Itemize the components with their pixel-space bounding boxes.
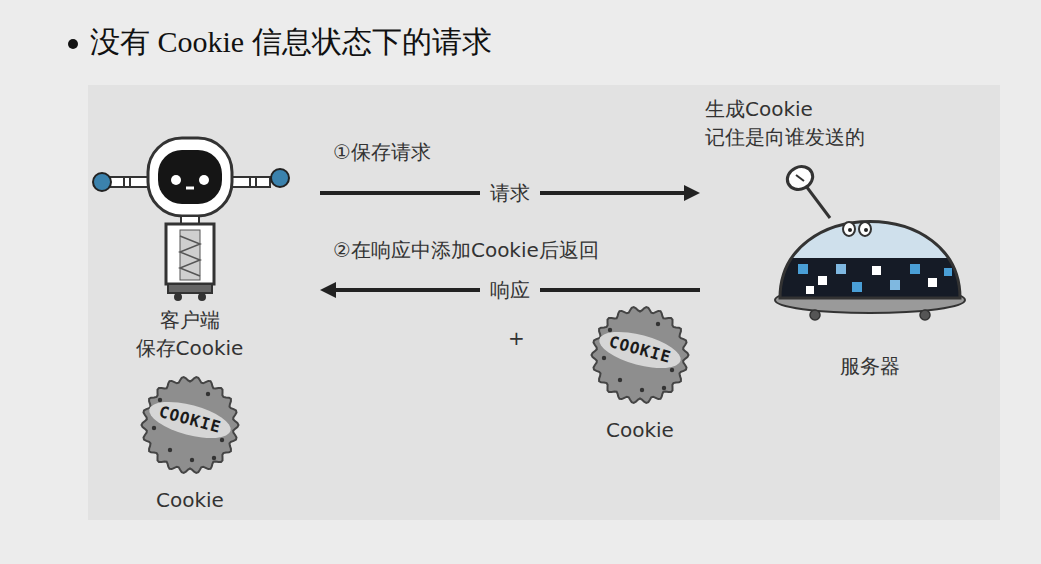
- server-note: 生成Cookie 记住是向谁发送的: [705, 95, 885, 151]
- illustration-part: [836, 264, 846, 274]
- illustration-part: [174, 293, 182, 301]
- arrow-head: [320, 282, 336, 298]
- cookie-dot: [602, 356, 606, 360]
- client-node: 客户端 保存Cookie: [60, 120, 320, 360]
- illustration-part: [271, 169, 289, 187]
- server-label: 服务器: [800, 352, 940, 380]
- illustration-part: [168, 284, 212, 293]
- illustration-part: [818, 276, 827, 285]
- cookie-dot: [618, 378, 622, 382]
- step-label: ①保存请求: [333, 138, 431, 166]
- cookie-dot: [670, 368, 674, 372]
- illustration-part: [796, 175, 804, 181]
- cookie-dot: [640, 388, 644, 392]
- cookie-dot: [168, 448, 172, 452]
- cookie-dot: [608, 328, 612, 332]
- arrow-head: [684, 185, 700, 201]
- illustration-part: [864, 228, 868, 232]
- bullet-dot: [68, 39, 78, 49]
- illustration-part: [859, 222, 871, 236]
- illustration-part: [158, 150, 222, 204]
- illustration-part: [166, 224, 214, 284]
- illustration-part: [848, 228, 852, 232]
- illustration-part: [810, 310, 820, 320]
- illustration-part: [806, 286, 814, 294]
- illustration-part: [255, 177, 257, 187]
- illustration-part: [872, 266, 881, 275]
- illustration-part: [186, 187, 194, 190]
- panel-ground: [88, 85, 1000, 520]
- cookie-dot: [212, 456, 216, 460]
- illustration-part: [93, 173, 111, 191]
- illustration-part: [770, 258, 970, 300]
- illustration-part: [806, 186, 830, 218]
- cookie-dot: [656, 322, 660, 326]
- illustration-part: [784, 163, 817, 194]
- illustration-part: [770, 258, 970, 300]
- client-robot: [93, 138, 289, 301]
- cookie-dot: [206, 392, 210, 396]
- illustration-part: [123, 177, 125, 187]
- title-text: 没有 Cookie 信息状态下的请求: [90, 22, 690, 61]
- illustration-part: [129, 177, 131, 187]
- cookie-dot: [662, 386, 666, 390]
- illustration-part: [843, 222, 855, 236]
- illustration-part: [852, 282, 862, 292]
- illustration-part: [798, 264, 808, 274]
- cookie-label: Cookie: [130, 486, 250, 514]
- illustration-part: [890, 280, 900, 290]
- illustration-part: [249, 177, 251, 187]
- cookie-dot: [158, 398, 162, 402]
- edge-label: 响应: [480, 277, 540, 303]
- illustration-part: [171, 175, 181, 185]
- cookie-node: COOKIECookie: [580, 300, 700, 450]
- server-node: 生成Cookie 记住是向谁发送的服务器: [700, 88, 990, 388]
- illustration-part: [920, 310, 930, 320]
- cookie-label: Cookie: [580, 416, 700, 444]
- edge-label: 请求: [480, 180, 540, 206]
- illustration-part: [928, 278, 937, 287]
- cookie-dot: [190, 458, 194, 462]
- plus-sign: +: [508, 324, 525, 352]
- illustration-part: [198, 293, 206, 301]
- illustration-part: [199, 175, 209, 185]
- illustration-part: [910, 264, 920, 274]
- illustration-part: [180, 236, 200, 276]
- step-label: ②在响应中添加Cookie后返回: [333, 236, 599, 264]
- cookie-dot: [152, 426, 156, 430]
- server-robot: [770, 163, 970, 320]
- illustration-part: [780, 222, 960, 299]
- illustration-part: [944, 268, 952, 276]
- cookie-dot: [220, 438, 224, 442]
- illustration-part: [148, 138, 232, 216]
- illustration-part: [180, 230, 200, 280]
- client-label: 客户端 保存Cookie: [127, 306, 252, 362]
- cookie-node: COOKIECookie: [130, 370, 250, 520]
